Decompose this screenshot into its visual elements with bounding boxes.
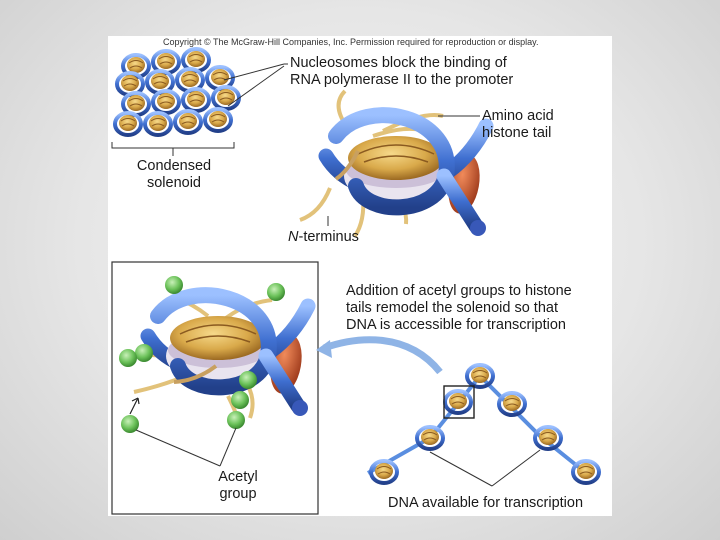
acetyl-label-line1: Acetyl xyxy=(198,469,278,486)
figure-panel: Copyright © The McGraw-Hill Companies, I… xyxy=(108,36,612,516)
acetyl-group xyxy=(135,344,153,362)
dna-available-label: DNA available for transcription xyxy=(388,495,583,512)
acetyl-group xyxy=(267,283,285,301)
acetyl-label-line2: group xyxy=(198,486,278,503)
n-rest: -terminus xyxy=(298,229,358,245)
addition-label-line2: tails remodel the solenoid so that xyxy=(346,300,558,317)
condensed-label-line2: solenoid xyxy=(122,175,226,192)
acetylated-nucleosome xyxy=(119,276,308,433)
open-dna-chain xyxy=(368,365,599,483)
n-italic: N xyxy=(288,229,298,245)
condensed-solenoid xyxy=(115,49,239,135)
addition-label-line3: DNA is accessible for transcription xyxy=(346,317,566,334)
remodel-arrow xyxy=(324,340,440,372)
amino-acid-label-line2: histone tail xyxy=(482,125,551,142)
condensed-label-line1: Condensed xyxy=(122,158,226,175)
nucleosome-closeup xyxy=(300,91,486,236)
acetyl-group xyxy=(239,371,257,389)
solenoid-bracket xyxy=(112,142,234,148)
acetyl-group xyxy=(119,349,137,367)
amino-acid-label-line1: Amino acid xyxy=(482,108,554,125)
acetyl-group xyxy=(227,411,245,429)
acetyl-group xyxy=(165,276,183,294)
nucleosome-label-line1: Nucleosomes block the binding of xyxy=(290,55,507,72)
nucleosome-label-line2: RNA polymerase II to the promoter xyxy=(290,72,513,89)
dna-leader xyxy=(430,452,492,486)
acetyl-leader xyxy=(136,430,220,466)
addition-label-line1: Addition of acetyl groups to histone xyxy=(346,283,572,300)
n-terminus-label: N-terminus xyxy=(288,229,359,246)
acetyl-group xyxy=(231,391,249,409)
